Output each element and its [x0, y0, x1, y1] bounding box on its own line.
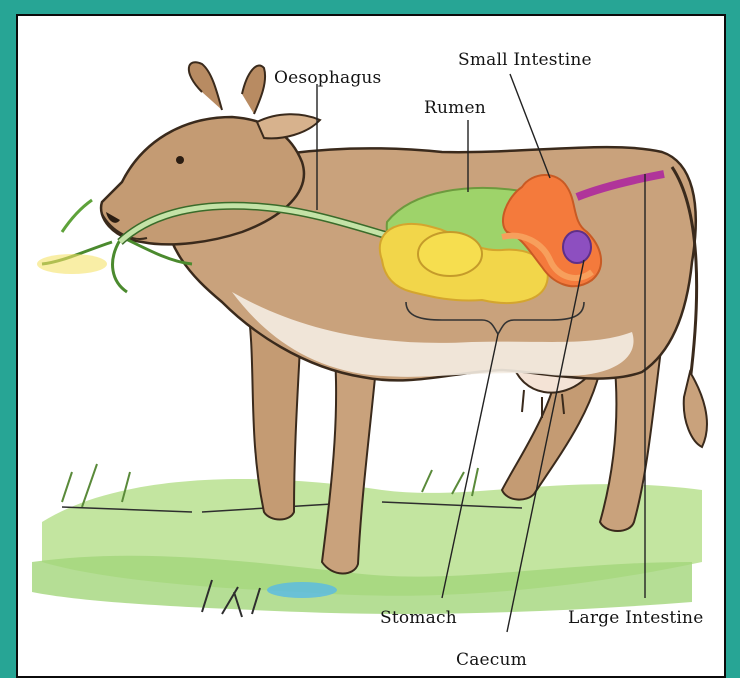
label-caecum: Caecum: [456, 650, 527, 670]
grass-ground: [32, 464, 702, 617]
label-oesophagus: Oesophagus: [274, 68, 381, 88]
caecum-organ: [563, 231, 591, 263]
diagram-panel: Oesophagus Small Intestine Rumen Stomach…: [16, 14, 726, 678]
label-stomach: Stomach: [380, 608, 457, 628]
label-large-intestine: Large Intestine: [568, 608, 703, 628]
cow-digestive-system-illustration: [18, 16, 726, 678]
label-small-intestine: Small Intestine: [458, 50, 592, 70]
label-rumen: Rumen: [424, 98, 486, 118]
